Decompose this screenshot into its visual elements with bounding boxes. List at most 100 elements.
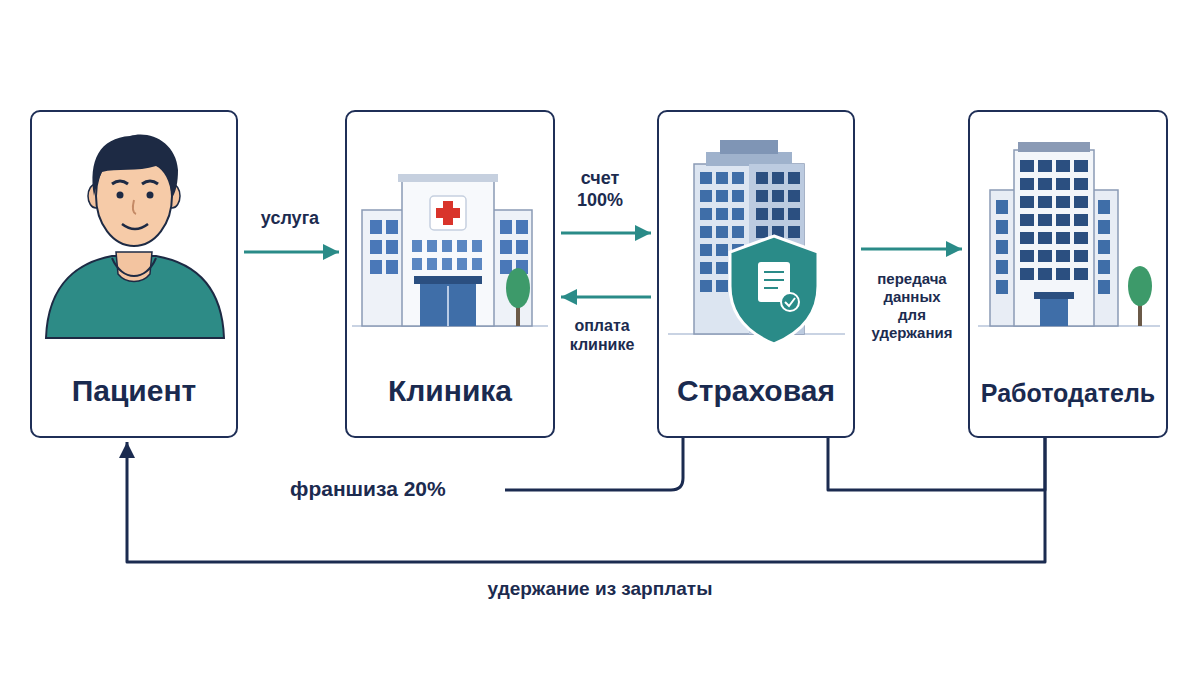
- window: [732, 226, 744, 238]
- window: [700, 262, 712, 274]
- window: [996, 240, 1008, 254]
- window: [1098, 260, 1110, 274]
- window: [700, 190, 712, 202]
- employer-building: [978, 142, 1160, 326]
- window: [732, 190, 744, 202]
- window: [772, 190, 784, 202]
- window: [442, 258, 452, 270]
- node-label: Пациент: [72, 374, 197, 409]
- window: [1038, 196, 1052, 208]
- window: [427, 258, 437, 270]
- window: [1038, 214, 1052, 226]
- window: [457, 258, 467, 270]
- window: [1074, 214, 1088, 226]
- window: [772, 172, 784, 184]
- window: [427, 240, 437, 252]
- window: [1038, 268, 1052, 280]
- window: [788, 226, 800, 238]
- window: [700, 208, 712, 220]
- insurer-box: Страховая: [657, 110, 855, 438]
- window: [756, 226, 768, 238]
- edge-label: счет 100%: [562, 168, 638, 211]
- window: [716, 172, 728, 184]
- window: [1074, 250, 1088, 262]
- window: [716, 244, 728, 256]
- window: [1074, 178, 1088, 190]
- window: [788, 190, 800, 202]
- clinic-building: [352, 174, 548, 326]
- window: [1020, 250, 1034, 262]
- window: [1056, 268, 1070, 280]
- node-label: Страховая: [677, 374, 835, 409]
- window: [370, 260, 382, 274]
- window: [756, 172, 768, 184]
- flow-arrow: [127, 438, 1045, 562]
- window: [457, 240, 467, 252]
- window: [1038, 178, 1052, 190]
- edge-label: оплата клинике: [558, 316, 646, 354]
- window: [472, 258, 482, 270]
- window: [732, 172, 744, 184]
- edge-label: передача данных для удержания: [868, 270, 956, 342]
- window: [756, 208, 768, 220]
- window: [1074, 268, 1088, 280]
- window: [1020, 196, 1034, 208]
- window: [732, 208, 744, 220]
- window: [996, 260, 1008, 274]
- window: [500, 240, 512, 254]
- window: [700, 280, 712, 292]
- window: [1056, 250, 1070, 262]
- window: [716, 190, 728, 202]
- window: [386, 220, 398, 234]
- edge-label: услуга: [245, 208, 335, 230]
- window: [1056, 178, 1070, 190]
- window: [700, 226, 712, 238]
- window: [772, 208, 784, 220]
- window: [788, 172, 800, 184]
- flow-arrow: [828, 438, 1045, 490]
- window: [500, 220, 512, 234]
- window: [996, 200, 1008, 214]
- flow-arrow: [861, 248, 962, 251]
- node-label: Клиника: [388, 374, 512, 409]
- window: [1020, 214, 1034, 226]
- window: [516, 240, 528, 254]
- edge-label: удержание из зарплаты: [380, 578, 820, 601]
- window: [1098, 200, 1110, 214]
- window: [996, 280, 1008, 294]
- window: [700, 244, 712, 256]
- window: [386, 260, 398, 274]
- window: [1056, 214, 1070, 226]
- window: [370, 220, 382, 234]
- note-label: франшиза 20%: [290, 477, 446, 501]
- node-label: Работодатель: [981, 379, 1155, 408]
- insurance-building: [668, 140, 845, 344]
- window: [1056, 196, 1070, 208]
- window: [1038, 232, 1052, 244]
- leader-line: [505, 438, 683, 490]
- window: [386, 240, 398, 254]
- window: [370, 240, 382, 254]
- window: [1038, 250, 1052, 262]
- window: [716, 262, 728, 274]
- employer-box: Работодатель: [968, 110, 1168, 438]
- patient-figure: [46, 134, 224, 338]
- window: [788, 208, 800, 220]
- flow-arrow: [561, 232, 651, 235]
- window: [442, 240, 452, 252]
- window: [1056, 160, 1070, 172]
- window: [756, 190, 768, 202]
- window: [472, 240, 482, 252]
- window: [516, 220, 528, 234]
- window: [1020, 178, 1034, 190]
- window: [1056, 232, 1070, 244]
- window: [1098, 280, 1110, 294]
- clinic-box: Клиника: [345, 110, 555, 438]
- window: [716, 208, 728, 220]
- window: [1074, 160, 1088, 172]
- window: [1020, 268, 1034, 280]
- window: [412, 240, 422, 252]
- window: [716, 226, 728, 238]
- window: [1020, 160, 1034, 172]
- window: [1038, 160, 1052, 172]
